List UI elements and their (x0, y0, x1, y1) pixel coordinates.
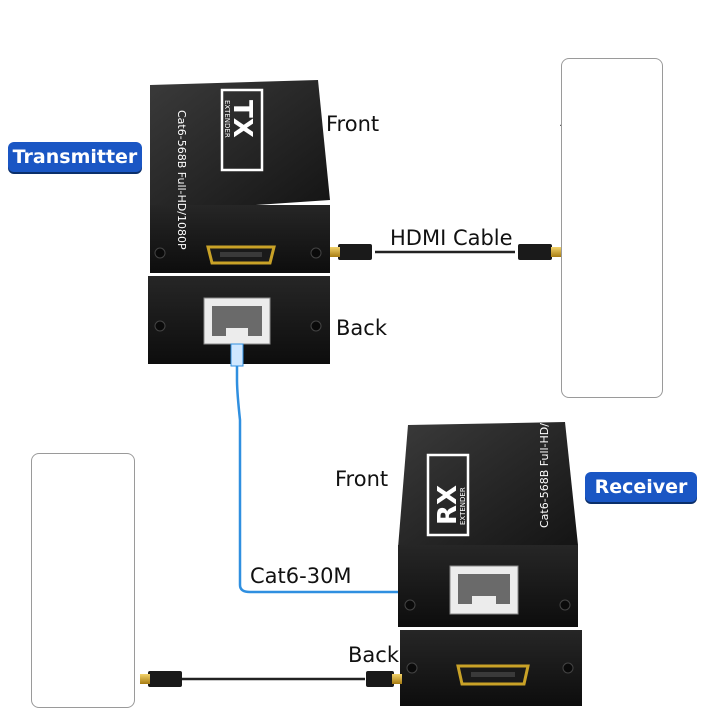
display-devices-panel (31, 453, 135, 708)
receiver-front-label: Front (335, 467, 389, 491)
hdmi-cable-bottom (140, 671, 402, 687)
transmitter-unit: TX EXTENDER Cat6-568B Full-HD/1080P (148, 80, 330, 364)
cat6-cable-label: Cat6-30M (250, 564, 352, 588)
svg-text:EXTENDER: EXTENDER (459, 487, 467, 525)
transmitter-back-label: Back (336, 316, 387, 340)
transmitter-top-face (150, 80, 330, 212)
svg-text:RX: RX (433, 485, 463, 525)
svg-text:EXTENDER: EXTENDER (223, 100, 231, 138)
receiver-logo: RX EXTENDER (426, 453, 470, 537)
hdmi-cable-top (330, 244, 561, 260)
receiver-side-text: Cat6-568B Full-HD/1080P (538, 388, 551, 528)
transmitter-logo: TX EXTENDER (220, 88, 264, 172)
receiver-back-label: Back (348, 643, 399, 667)
transmitter-side-text: Cat6-568B Full-HD/1080P (175, 110, 188, 250)
transmitter-front-label: Front (326, 112, 380, 136)
receiver-top-face (398, 422, 578, 548)
source-devices-panel (561, 58, 663, 398)
receiver-hdmi-port (456, 664, 530, 686)
svg-text:TX: TX (227, 100, 257, 138)
transmitter-hdmi-port (206, 245, 276, 265)
receiver-unit: RX EXTENDER Cat6-568B Full-HD/1080P (398, 388, 582, 706)
transmitter-rj45-port (203, 297, 271, 345)
receiver-rj45-port (449, 565, 519, 615)
transmitter-badge: Transmitter (8, 142, 142, 172)
receiver-badge: Receiver (585, 472, 697, 502)
hdmi-cable-label: HDMI Cable (390, 226, 513, 250)
